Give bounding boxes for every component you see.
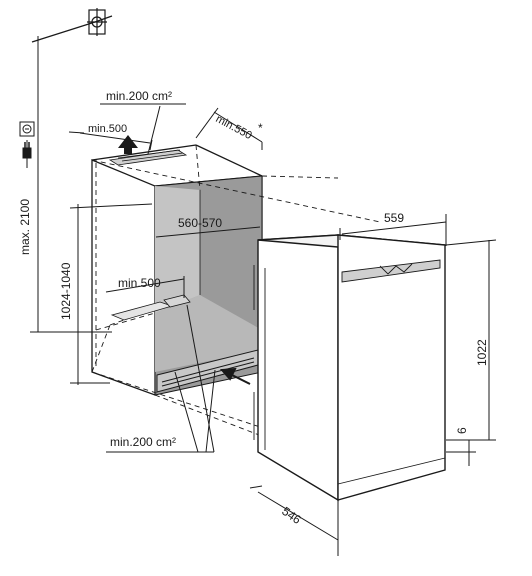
top-depth-dimension bbox=[68, 131, 153, 151]
appliance-body bbox=[253, 234, 446, 502]
plinth-gap-dimension bbox=[446, 440, 476, 466]
appliance-height-label: 1022 bbox=[475, 339, 489, 366]
appliance-width-label: 559 bbox=[384, 211, 404, 225]
electrical-outlet-icon bbox=[19, 121, 35, 137]
bottom-vent-label: min.200 cm² bbox=[110, 435, 176, 449]
max-height-dimension bbox=[30, 36, 112, 333]
airflow-arrow-icon bbox=[219, 367, 251, 385]
control-panel bbox=[341, 259, 441, 283]
airflow-arrow-icon bbox=[118, 135, 138, 154]
niche-interior-wall bbox=[155, 186, 200, 313]
niche-height-label: 1024-1040 bbox=[59, 262, 73, 320]
top-vent-label: min.200 cm² bbox=[106, 89, 172, 103]
top-vent-grille bbox=[108, 149, 188, 166]
bottom-depth-dimension bbox=[105, 276, 185, 298]
niche-width-dimension bbox=[155, 226, 261, 238]
appliance-height-dimension bbox=[445, 239, 497, 441]
appliance-width-dimension bbox=[339, 214, 447, 246]
niche-depth-label: min.550 bbox=[214, 113, 254, 142]
niche-interior-floor bbox=[155, 295, 262, 372]
water-connection-icon bbox=[31, 8, 113, 43]
bottom-vent-grille bbox=[156, 349, 259, 393]
niche-depth-asterisk: * bbox=[258, 121, 263, 135]
niche-height-dimension bbox=[69, 203, 153, 385]
top-depth-label: min.500 bbox=[88, 123, 127, 135]
appliance-depth-dimension bbox=[249, 485, 339, 556]
power-plug-icon bbox=[22, 140, 32, 168]
max-height-label: max. 2100 bbox=[18, 199, 32, 255]
bottom-depth-label: min.500 bbox=[118, 276, 161, 290]
plinth-gap-label: 6 bbox=[455, 427, 469, 434]
niche-width-label: 560-570 bbox=[178, 216, 222, 230]
niche-depth-dimension bbox=[195, 107, 263, 150]
bottom-vent-leader bbox=[106, 304, 216, 453]
top-vent-leader bbox=[100, 103, 186, 155]
